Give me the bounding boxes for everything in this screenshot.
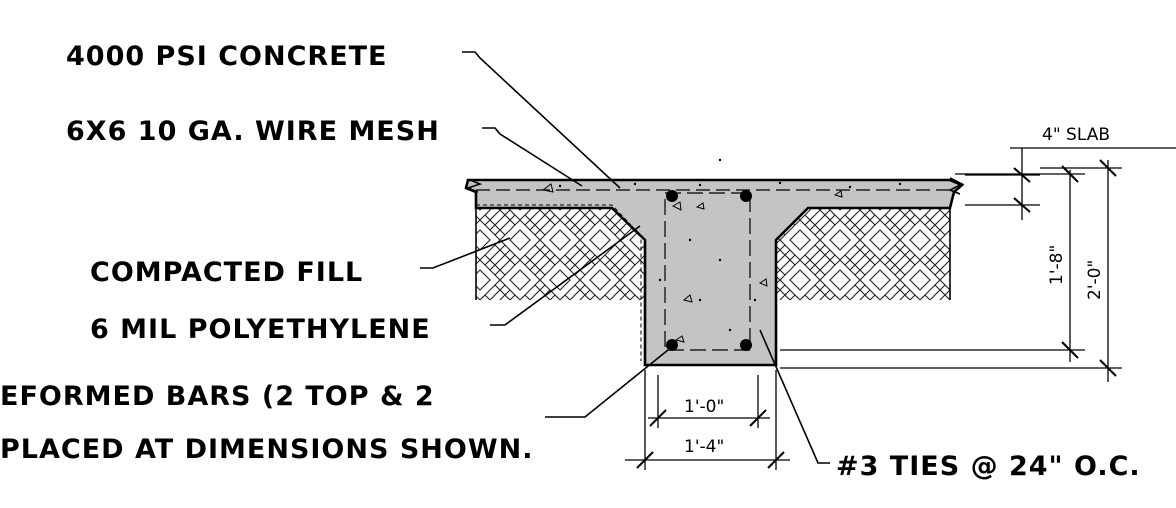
label-wire-mesh: 6X6 10 GA. WIRE MESH (66, 116, 440, 147)
label-polyethylene: 6 MIL POLYETHYLENE (90, 314, 431, 345)
dim-width-total: 1'-4" (684, 437, 724, 457)
dim-depth-total: 2'-0" (1085, 260, 1105, 300)
rebar-top-right (740, 190, 752, 202)
label-deformed-bars-line1: EFORMED BARS (2 TOP & 2 (0, 381, 435, 412)
leader-lines (420, 51, 830, 464)
label-compacted-fill: COMPACTED FILL (90, 257, 363, 288)
dimension-lines (625, 147, 1176, 470)
dim-slab-thickness: 4" SLAB (1042, 125, 1110, 145)
rebar-bottom-left (666, 339, 678, 351)
label-ties: #3 TIES @ 24" O.C. (836, 451, 1141, 482)
label-concrete: 4000 PSI CONCRETE (66, 41, 388, 72)
rebar-top-left (666, 190, 678, 202)
compacted-fill-hatch (470, 208, 956, 306)
dim-width-inner: 1'-0" (684, 397, 724, 417)
label-deformed-bars-line2: PLACED AT DIMENSIONS SHOWN. (0, 434, 533, 465)
dim-depth-inner: 1'-8" (1047, 245, 1067, 285)
rebar-bottom-right (740, 339, 752, 351)
